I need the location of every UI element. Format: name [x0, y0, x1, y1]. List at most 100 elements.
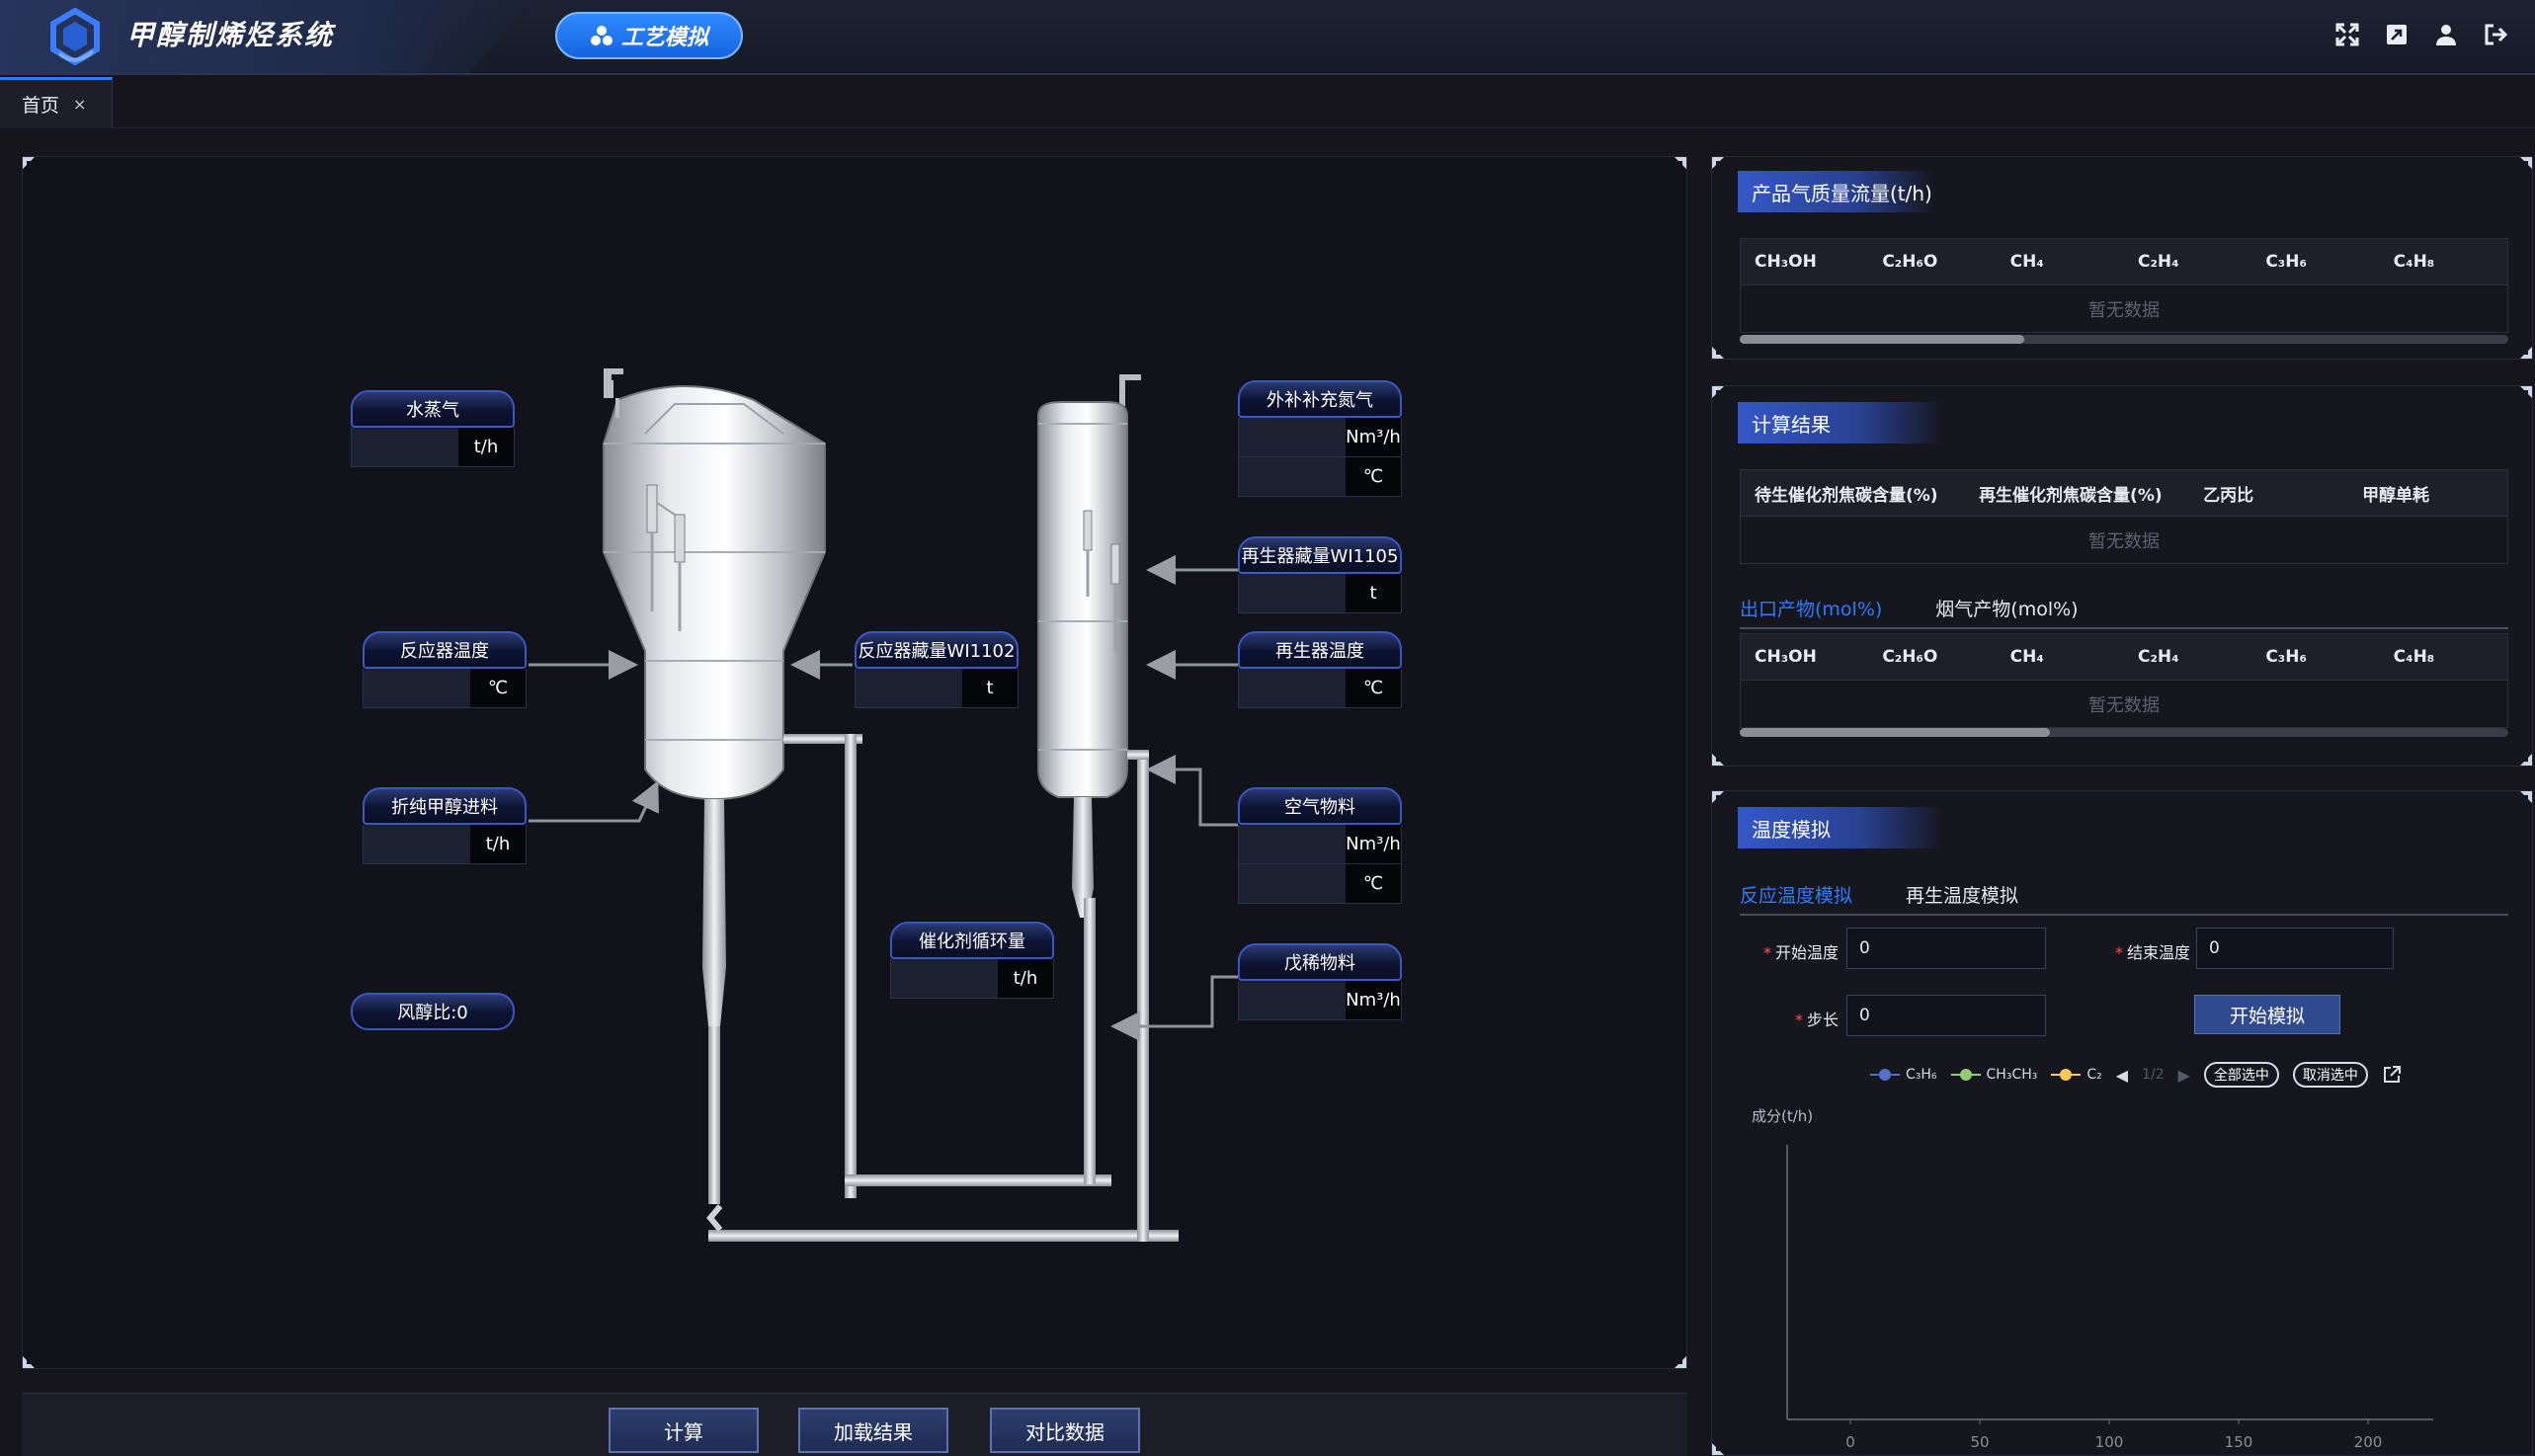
table-header: 待生催化剂焦碳含量(%) [1755, 485, 1938, 506]
start-simulation-button[interactable]: 开始模拟 [2194, 995, 2340, 1034]
tab-regen-temp-sim[interactable]: 再生温度模拟 [1906, 885, 2019, 907]
compare-data-button[interactable]: 对比数据 [990, 1408, 1140, 1453]
tab-home-label: 首页 [22, 95, 60, 117]
step-label-text: 步长 [1806, 1011, 1839, 1029]
empty-state: 暂无数据 [1741, 516, 2507, 563]
reactor-temp-value[interactable] [364, 669, 470, 707]
legend-item[interactable]: C₃H₆ [1870, 1067, 1937, 1083]
product-gas-panel: 产品气质量流量(t/h) CH₃OH C₂H₆O CH₄ C₂H₄ C₃H₆ C… [1711, 156, 2533, 360]
logout-icon[interactable] [2482, 20, 2509, 49]
air-methanol-ratio-label: 风醇比:0 [351, 993, 515, 1030]
horizontal-scrollbar[interactable] [1740, 728, 2508, 737]
steam-value[interactable] [352, 428, 458, 466]
catalyst-circulation-label: 催化剂循环量 [890, 922, 1054, 959]
air-feed-flow-value[interactable] [1239, 825, 1346, 863]
process-simulation-label: 工艺模拟 [620, 26, 708, 50]
regen-temp-unit: ℃ [1346, 669, 1401, 707]
export-icon[interactable] [2382, 1065, 2402, 1085]
regenerator-vessel [1037, 374, 1141, 918]
chart-legend: C₃H₆ CH₃CH₃ C₂ ◀ 1/2 ▶ 全部选中 取消选中 [1870, 1062, 2402, 1088]
table-header: C₃H₆ [2265, 252, 2307, 272]
start-temp-label: *开始温度 [1752, 939, 1839, 963]
legend-label: CH₃CH₃ [1986, 1067, 2038, 1083]
regen-inventory-value[interactable] [1239, 574, 1346, 612]
tab-home[interactable]: 首页 × [0, 77, 113, 128]
table-header: CH₄ [2009, 252, 2044, 272]
regen-temp-instrument: 再生器温度 ℃ [1238, 631, 1402, 708]
app-title: 甲醇制烯烃系统 [126, 19, 335, 51]
product-gas-title: 产品气质量流量(t/h) [1738, 171, 1935, 212]
table-header: C₄H₈ [2393, 647, 2435, 667]
brand-area [0, 0, 533, 73]
logo-icon [50, 8, 100, 65]
corner-decoration [1712, 754, 1724, 766]
end-temp-label: *结束温度 [2099, 939, 2190, 963]
step-input[interactable]: 0 [1846, 995, 2046, 1036]
corner-decoration [1712, 1443, 1724, 1455]
catalyst-circulation-value[interactable] [891, 959, 998, 998]
nitrogen-makeup-temp-unit: ℃ [1346, 457, 1401, 496]
corner-decoration [2520, 157, 2532, 169]
air-feed-label: 空气物料 [1238, 787, 1402, 825]
y-axis-label: 成分(t/h) [1752, 1107, 1813, 1125]
close-icon[interactable]: × [73, 95, 87, 114]
x-tick-label: 150 [2225, 1433, 2253, 1451]
legend-item[interactable]: CH₃CH₃ [1950, 1067, 2038, 1083]
required-icon: * [2114, 943, 2123, 962]
scrollbar-thumb[interactable] [1740, 335, 2024, 344]
legend-prev-icon[interactable]: ◀ [2115, 1065, 2129, 1085]
methanol-feed-instrument: 折纯甲醇进料 t/h [363, 787, 527, 864]
legend-marker [1870, 1069, 1900, 1081]
legend-label: C₂ [2086, 1067, 2102, 1083]
reactor-inventory-instrument: 反应器藏量WI1102 t [855, 631, 1019, 708]
methanol-feed-unit: t/h [470, 825, 526, 863]
air-feed-temp-value[interactable] [1239, 864, 1346, 903]
tab-outlet-product[interactable]: 出口产物(mol%) [1740, 599, 1883, 620]
reactor-inventory-value[interactable] [856, 669, 962, 707]
legend-next-icon[interactable]: ▶ [2177, 1065, 2190, 1085]
table-header: C₂H₄ [2137, 647, 2179, 667]
calc-results-table: 待生催化剂焦碳含量(%) 再生催化剂焦碳含量(%) 乙丙比 甲醇单耗 暂无数据 [1740, 469, 2508, 564]
legend-marker [2051, 1069, 2082, 1081]
nitrogen-makeup-instrument: 外补补充氮气 Nm³/h ℃ [1238, 380, 1402, 497]
butene-feed-value[interactable] [1239, 981, 1346, 1019]
nitrogen-makeup-flow-unit: Nm³/h [1346, 418, 1401, 456]
flow-arrows [529, 555, 1238, 1041]
end-temp-input[interactable]: 0 [2196, 928, 2394, 969]
methanol-feed-value[interactable] [364, 825, 470, 863]
calculate-button[interactable]: 计算 [609, 1408, 759, 1453]
scrollbar-thumb[interactable] [1740, 728, 2050, 737]
regen-temp-value[interactable] [1239, 669, 1346, 707]
nitrogen-makeup-flow-value[interactable] [1239, 418, 1346, 456]
end-temp-label-text: 结束温度 [2126, 943, 2190, 962]
horizontal-scrollbar[interactable] [1740, 335, 2508, 344]
send-icon[interactable] [2383, 20, 2411, 49]
deselect-all-button[interactable]: 取消选中 [2292, 1062, 2368, 1088]
x-tick-label: 50 [1970, 1433, 1989, 1451]
reactor-temp-unit: ℃ [470, 669, 526, 707]
process-simulation-button[interactable]: 工艺模拟 [555, 12, 743, 59]
select-all-button[interactable]: 全部选中 [2203, 1062, 2279, 1088]
user-icon[interactable] [2432, 20, 2460, 49]
x-tick-label: 0 [1845, 1433, 1855, 1451]
x-tick-label: 100 [2095, 1433, 2124, 1451]
legend-item[interactable]: C₂ [2051, 1067, 2102, 1083]
nitrogen-makeup-temp-value[interactable] [1239, 457, 1346, 496]
butene-feed-unit: Nm³/h [1346, 981, 1401, 1019]
butene-feed-instrument: 戊稀物料 Nm³/h [1238, 943, 1402, 1020]
corner-decoration [23, 1356, 35, 1368]
load-results-button[interactable]: 加载结果 [798, 1408, 948, 1453]
table-header: C₂H₆O [1882, 647, 1938, 667]
legend-page: 1/2 [2142, 1067, 2165, 1083]
corner-decoration [1675, 157, 1686, 169]
reactor-inventory-label: 反应器藏量WI1102 [855, 631, 1019, 669]
table-header: C₄H₈ [2393, 252, 2435, 272]
temp-simulation-title: 温度模拟 [1738, 807, 1945, 849]
corner-decoration [2520, 347, 2532, 359]
fullscreen-icon[interactable] [2333, 20, 2361, 49]
start-temp-input[interactable]: 0 [1846, 928, 2046, 969]
tab-reaction-temp-sim[interactable]: 反应温度模拟 [1740, 885, 1853, 907]
table-header: 乙丙比 [2203, 485, 2254, 506]
tab-flue-gas-product[interactable]: 烟气产物(mol%) [1935, 599, 2079, 620]
